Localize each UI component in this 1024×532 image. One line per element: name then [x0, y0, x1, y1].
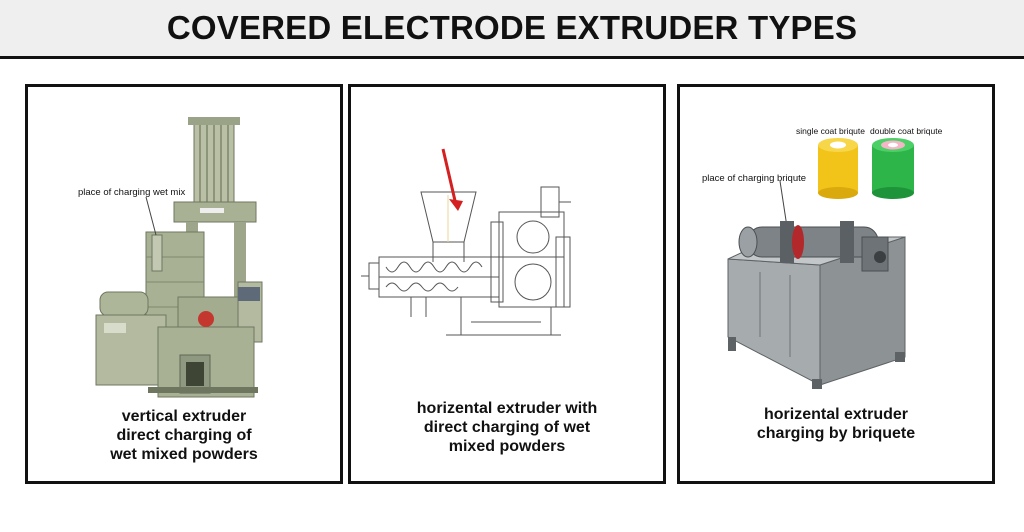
caption-line: horizental extruder with — [416, 400, 598, 417]
callout-pointer-line — [145, 196, 157, 236]
horizontal-extruder-drawing — [361, 148, 571, 336]
label-double-coat-briquette: double coat briqute — [870, 126, 943, 136]
panel-horizontal-extruder-direct: horizental extruder with direct charging… — [348, 84, 666, 484]
caption-line: mixed powders — [448, 438, 566, 455]
caption-line: charging by briquete — [756, 425, 916, 442]
caption-horizontal-extruder-briquette: horizental extruder charging by briquete — [680, 405, 992, 443]
caption-line: direct charging of wet — [423, 419, 591, 436]
callout-charging-wet-mix: place of charging wet mix — [78, 187, 186, 198]
title-bar: COVERED ELECTRODE EXTRUDER TYPES — [0, 0, 1024, 59]
caption-vertical-extruder: vertical extruder direct charging of wet… — [28, 407, 340, 464]
vertical-extruder-illustration — [95, 117, 263, 398]
panel-horizontal-extruder-briquette: single coat briqute double coat briqute … — [677, 84, 995, 484]
caption-line: wet mixed powders — [110, 446, 258, 463]
caption-line: direct charging of — [116, 427, 252, 444]
caption-line: vertical extruder — [121, 408, 247, 425]
callout-charging-briquette: place of charging briqute — [702, 173, 807, 184]
label-single-coat-briquette: single coat briqute — [796, 126, 865, 136]
page-title: COVERED ELECTRODE EXTRUDER TYPES — [166, 9, 858, 46]
caption-line: horizental extruder — [763, 406, 909, 423]
panel-vertical-extruder: place of charging wet mix vertical extru… — [25, 84, 343, 484]
single-coat-briquette — [818, 138, 858, 199]
caption-horizontal-extruder-direct: horizental extruder with direct charging… — [351, 399, 663, 456]
briquette-extruder-illustration — [727, 138, 914, 389]
double-coat-briquette — [872, 138, 914, 199]
